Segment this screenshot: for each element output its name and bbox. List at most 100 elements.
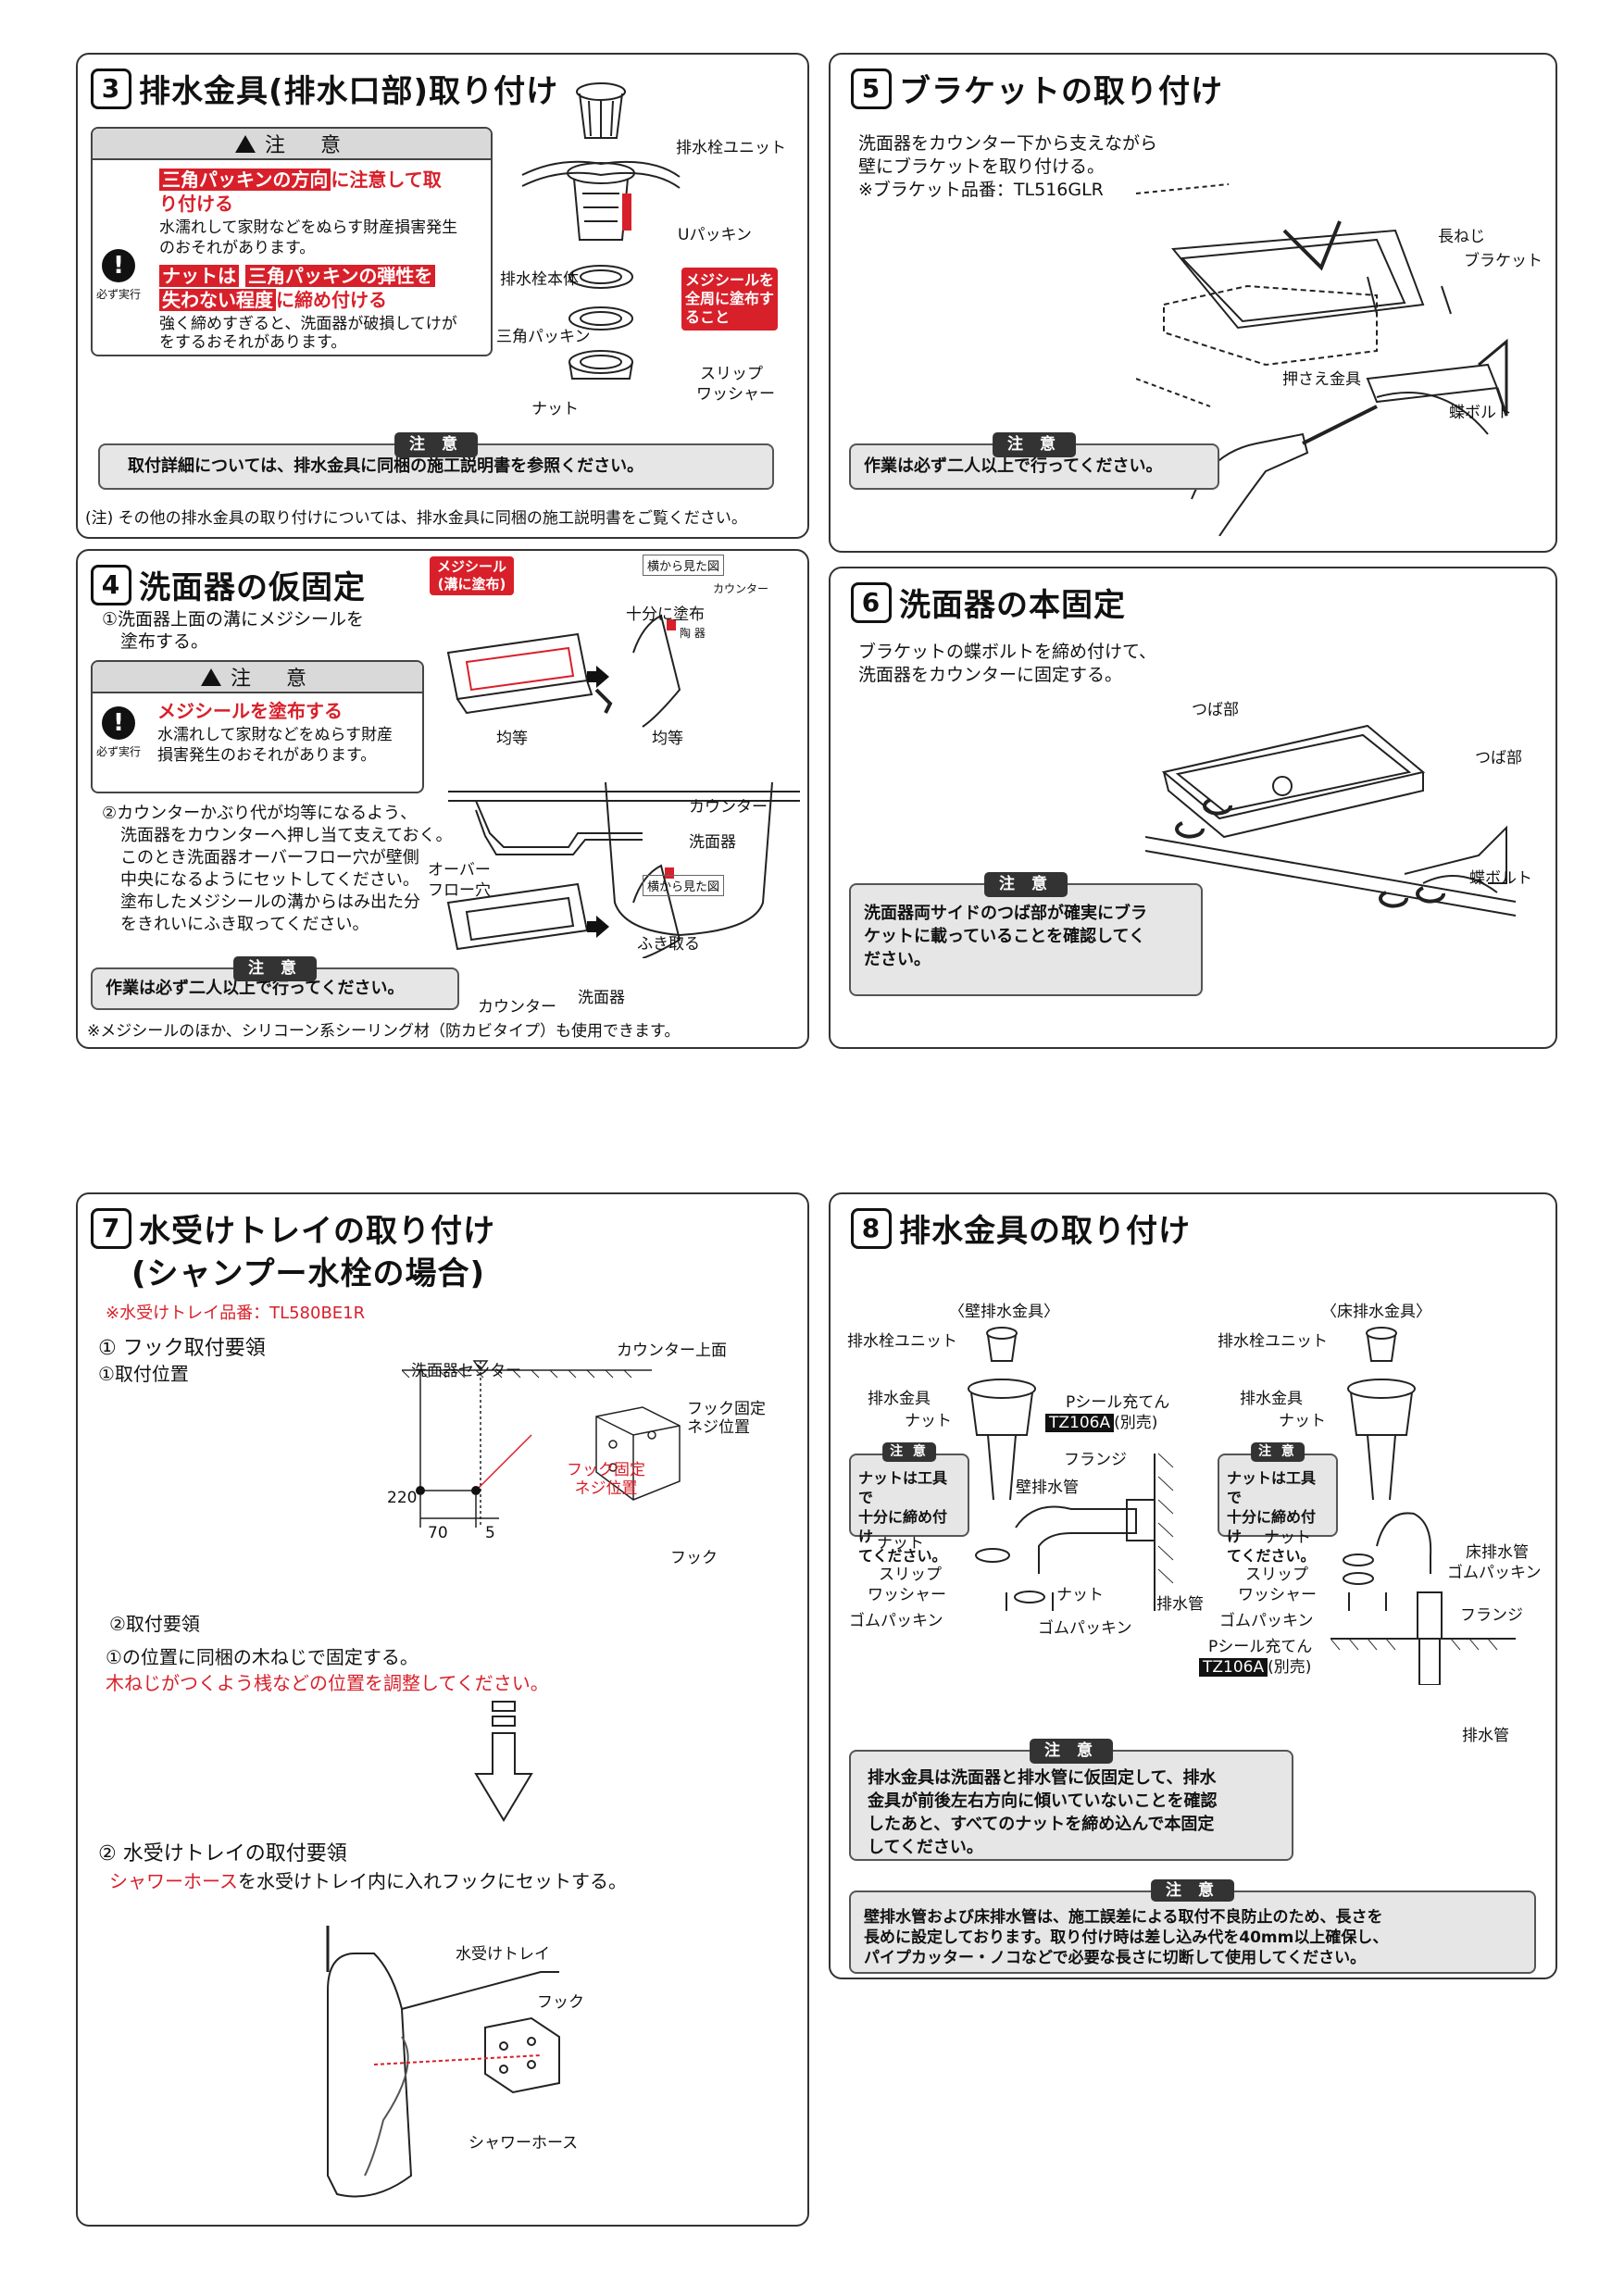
note-text: ケットに載っていることを確認してく [864, 927, 1146, 946]
dimension-220: 220 [387, 1489, 418, 1507]
instruction-text: 木ねじがつくよう桟などの位置を調整してください。 [106, 1672, 549, 1694]
title-text: 洗面器の本固定 [899, 587, 1126, 624]
section-number: 3 [91, 68, 131, 109]
section-7-title: 7 水受けトレイの取り付け [91, 1205, 495, 1251]
title-text: 排水金具の取り付け [899, 1213, 1191, 1250]
step-text: ①洗面器上面の溝にメジシールを [102, 609, 365, 630]
warning-text: 三角パッキンの方向 [159, 168, 331, 191]
step-text: 塗布する。 [120, 631, 209, 652]
section-number: 5 [851, 68, 892, 109]
seal-callout: メジシール(溝に塗布) [430, 556, 515, 595]
label-flange-part: つば部 [1475, 749, 1522, 767]
label-slip: スリップ [700, 365, 763, 383]
section-8-title: 8 排水金具の取り付け [851, 1205, 1191, 1251]
caution-note: 注 意 排水金具は洗面器と排水管に仮固定して、排水金具が前後左右方向に傾いていな… [849, 1739, 1293, 1861]
label-hook-screw-pos-red: フック固定ネジ位置 [567, 1461, 645, 1498]
note-text: 洗面器両サイドのつば部が確実にブラ [864, 904, 1147, 923]
dimension-5: 5 [485, 1524, 495, 1542]
note-tag: 注 意 [1030, 1739, 1113, 1764]
label-counter-top: カウンター上面 [617, 1341, 727, 1360]
section-3-panel: 3 排水金具(排水口部)取り付け 注 意 ! 必ず実行 三角パッキンの方向に注意… [76, 53, 809, 539]
subheading: ①取付位置 [98, 1363, 189, 1385]
label-flange-part: つば部 [1192, 701, 1239, 719]
caution-note: 注 意 作業は必ず二人以上で行ってください。 [849, 432, 1219, 490]
label-nut: ナット [877, 1534, 924, 1553]
warning-desc: 水濡れして家財などをぬらす財産 [157, 726, 394, 744]
warning-desc: 損害発生のおそれがあります。 [157, 746, 377, 765]
note-tag: 注 意 [993, 432, 1076, 457]
section-5-panel: 5 ブラケットの取り付け 洗面器をカウンター下から支えながら壁にブラケットを取り… [829, 53, 1557, 553]
down-arrow-icon [474, 1701, 533, 1822]
label-nut: ナット [905, 1412, 952, 1430]
label-floor-pipe: 床排水管 [1466, 1543, 1529, 1562]
footnote: ※メジシールのほか、シリコーン系シーリング材（防カビタイプ）も使用できます。 [87, 1022, 681, 1041]
label-rubber-gasket: ゴムパッキン [1447, 1564, 1542, 1582]
title-text: 水受けトレイの取り付け [139, 1213, 495, 1250]
label-drain-unit: 排水栓ユニット [1218, 1332, 1328, 1351]
step2-text: ②カウンターかぶり代が均等になるよう、 洗面器をカウンターへ押し当て支えておく。… [102, 804, 453, 934]
subheading: ① フック取付要領 [98, 1337, 266, 1360]
label-rubber-gasket: ゴムパッキン [1038, 1619, 1132, 1638]
label-nut: ナット [1264, 1529, 1311, 1547]
label-drain-fitting: 排水金具 [1240, 1390, 1303, 1408]
label-washer: ワッシャー [1238, 1586, 1317, 1604]
note-text: 取付詳細については、排水金具に同梱の施工説明書を参照ください。 [128, 456, 644, 476]
title-text: 排水金具(排水口部)取り付け [139, 73, 559, 110]
exclamation-icon: ! [102, 706, 135, 740]
label-nut: ナット [1279, 1412, 1326, 1430]
section-number: 8 [851, 1207, 892, 1249]
caution-box: 注 意 ! 必ず実行 三角パッキンの方向に注意して取 り付ける 水濡れして家財な… [91, 127, 493, 356]
label-presser: 押さえ金具 [1282, 370, 1361, 389]
section-8-panel: 8 排水金具の取り付け 〈壁排水金具〉 〈床排水金具〉 排水栓ユニット 排水金具… [829, 1192, 1557, 1979]
label-slip: スリップ [879, 1566, 942, 1584]
section-number: 6 [851, 581, 892, 623]
label-water-tray: 水受けトレイ [456, 1945, 550, 1964]
label-enough-seal: 十分に塗布 [626, 605, 705, 624]
section-3-title: 3 排水金具(排水口部)取り付け [91, 66, 558, 111]
footnote: (注) その他の排水金具の取り付けについては、排水金具に同梱の施工説明書をご覧く… [85, 509, 747, 528]
mini-caution-note: 注 意 ナットは工具で十分に締め付けてください。 [849, 1442, 969, 1565]
label-bowl: 洗面器 [689, 833, 736, 852]
label-drain-pipe: 排水管 [1156, 1595, 1204, 1614]
warning-text: メジシールを塗布する [157, 700, 343, 722]
instruction-text: ①の位置に同梱の木ねじで固定する。 [106, 1646, 418, 1668]
label-p-seal: Pシール充てん [1066, 1393, 1170, 1412]
subheading: ②取付要領 [109, 1613, 200, 1635]
label-washer: ワッシャー [696, 385, 775, 404]
warning-icon [200, 668, 221, 686]
floor-drain-title: 〈床排水金具〉 [1321, 1303, 1431, 1321]
warning-text: に締め付ける [276, 289, 387, 311]
section-6-desc: ブラケットの蝶ボルトを締め付けて、洗面器をカウンターに固定する。 [858, 642, 1157, 685]
note-tag: 注 意 [233, 956, 317, 981]
label-nut: ナット [1056, 1586, 1104, 1604]
bracket-illustration [1136, 183, 1508, 536]
label-tz106a: TZ106A(別売) [1199, 1653, 1311, 1677]
mark-label: 必ず実行 [96, 745, 142, 758]
title-text: ブラケットの取り付け [899, 73, 1223, 110]
note-text: 作業は必ず二人以上で行ってください。 [106, 979, 405, 998]
warning-text: ナットは [159, 265, 239, 287]
section-7-panel: 7 水受けトレイの取り付け (シャンプー水栓の場合) ※水受けトレイ品番：TL5… [76, 1192, 809, 2227]
note-tag: 注 意 [882, 1442, 936, 1462]
label-hook: フック [537, 1993, 584, 2012]
section-4-panel: 4 洗面器の仮固定 ①洗面器上面の溝にメジシールを 塗布する。 注 意 ! 必ず… [76, 549, 809, 1049]
warning-icon [234, 134, 256, 153]
mark-label: 必ず実行 [96, 288, 142, 301]
label-equal: 均等 [652, 730, 683, 748]
note-text: ださい。 [864, 950, 931, 969]
label-shower-hose: シャワーホース [468, 2134, 579, 2152]
label-u-packing: Uパッキン [678, 226, 752, 244]
note-tag: 注 意 [984, 872, 1068, 897]
section-5-title: 5 ブラケットの取り付け [851, 66, 1223, 111]
label-tz106a: TZ106A(別売) [1045, 1409, 1157, 1432]
subtitle-text: (シャンプー水栓の場合) [131, 1255, 486, 1292]
label-wall-pipe: 壁排水管 [1016, 1479, 1079, 1497]
section-number: 7 [91, 1207, 131, 1249]
side-view-label: 横から見た図 [643, 875, 725, 896]
drain-exploded-illustration [521, 82, 681, 380]
wall-drain-title: 〈壁排水金具〉 [949, 1303, 1059, 1321]
subheading: ② 水受けトレイの取付要領 [98, 1842, 347, 1866]
title-text: 洗面器の仮固定 [139, 569, 366, 606]
label-bowl: 洗面器 [578, 989, 625, 1007]
caution-note: 注 意 取付詳細については、排水金具に同梱の施工説明書を参照ください。 [98, 432, 774, 490]
